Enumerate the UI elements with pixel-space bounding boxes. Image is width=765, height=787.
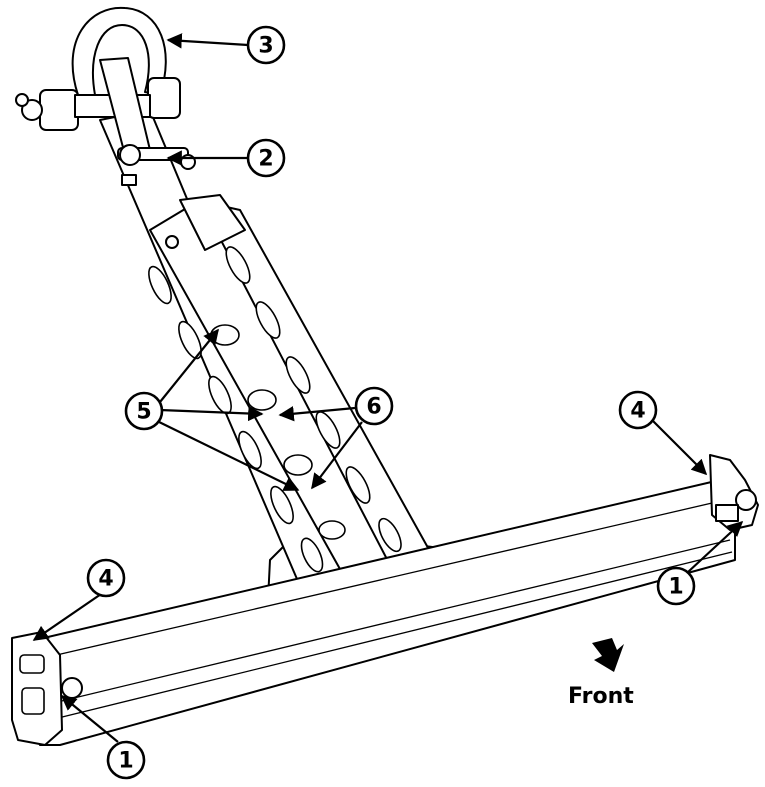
arm-bolt (121, 174, 137, 186)
leader-4-left (32, 591, 105, 641)
arm-top-block (179, 194, 246, 251)
callout-4-left-label: 4 (98, 567, 113, 592)
leader-4-right (651, 419, 708, 476)
inclined-arm (99, 109, 441, 601)
shackle-clip-ring (15, 93, 29, 107)
leader-3 (166, 33, 249, 49)
callout-5-label: 5 (136, 400, 151, 425)
callout-3-label: 3 (258, 34, 273, 59)
arm-holes-right (225, 246, 402, 553)
leader-lines (32, 33, 744, 743)
right-end-block (715, 504, 739, 522)
callout-4-left: 4 (86, 558, 126, 598)
front-indicator: Front (568, 638, 634, 709)
front-label: Front (568, 684, 634, 709)
callout-4-right: 4 (618, 390, 658, 430)
callout-2-label: 2 (258, 147, 273, 172)
callout-6: 6 (354, 386, 394, 426)
callout-1-right: 1 (656, 566, 696, 606)
callout-1-left: 1 (106, 740, 146, 780)
shackle-nut-right (147, 77, 181, 119)
callout-4-right-label: 4 (630, 399, 645, 424)
arm-centre-web (149, 199, 391, 579)
callout-6-label: 6 (366, 395, 381, 420)
arm-bolt-2 (165, 235, 179, 249)
leader-5a (159, 328, 219, 403)
callout-3: 3 (246, 25, 286, 65)
shackle-clip (21, 99, 43, 121)
arm-holes-left (148, 265, 324, 573)
right-end-pin (735, 489, 757, 511)
callout-1-right-label: 1 (668, 575, 683, 600)
front-arrow-icon (592, 638, 624, 672)
callout-2: 2 (246, 138, 286, 178)
leader-5b (159, 405, 264, 422)
leader-6b (311, 421, 363, 490)
left-end-pin (61, 677, 83, 699)
callout-5: 5 (124, 391, 164, 431)
callout-1-left-label: 1 (118, 749, 133, 774)
front-bar (11, 454, 759, 746)
leader-1-right (687, 520, 744, 573)
leader-6a (278, 406, 356, 422)
quick-release-pin-head (119, 144, 141, 166)
leader-1-left (60, 695, 119, 743)
shackle-nut-left (39, 89, 79, 131)
leader-5c (154, 419, 300, 491)
